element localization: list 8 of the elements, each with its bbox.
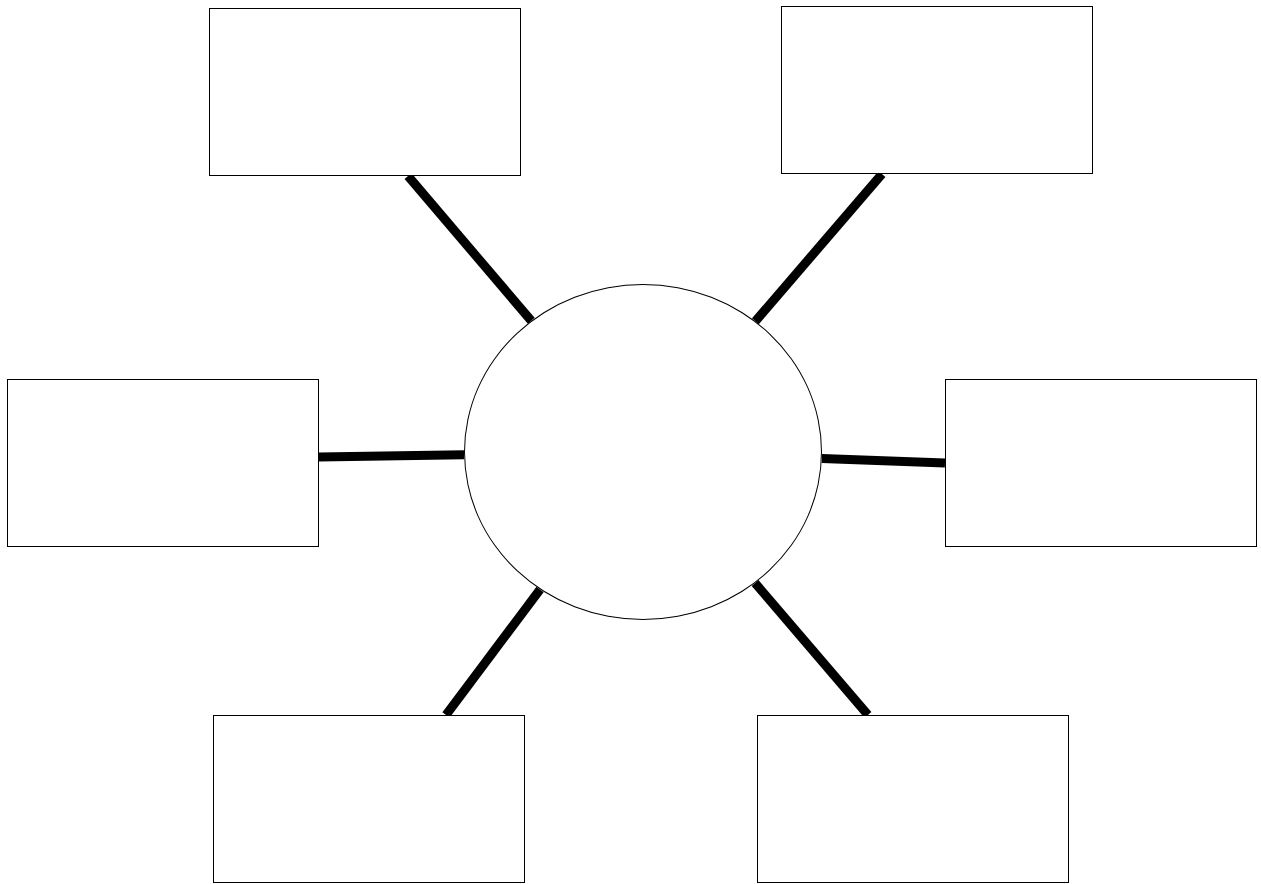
connector-line (821, 454, 946, 468)
empty-box (781, 6, 1093, 174)
empty-box (7, 379, 319, 547)
connector-line (318, 450, 465, 462)
empty-box (213, 715, 525, 883)
empty-box (757, 715, 1069, 883)
empty-box (945, 379, 1257, 547)
empty-box (209, 8, 521, 176)
